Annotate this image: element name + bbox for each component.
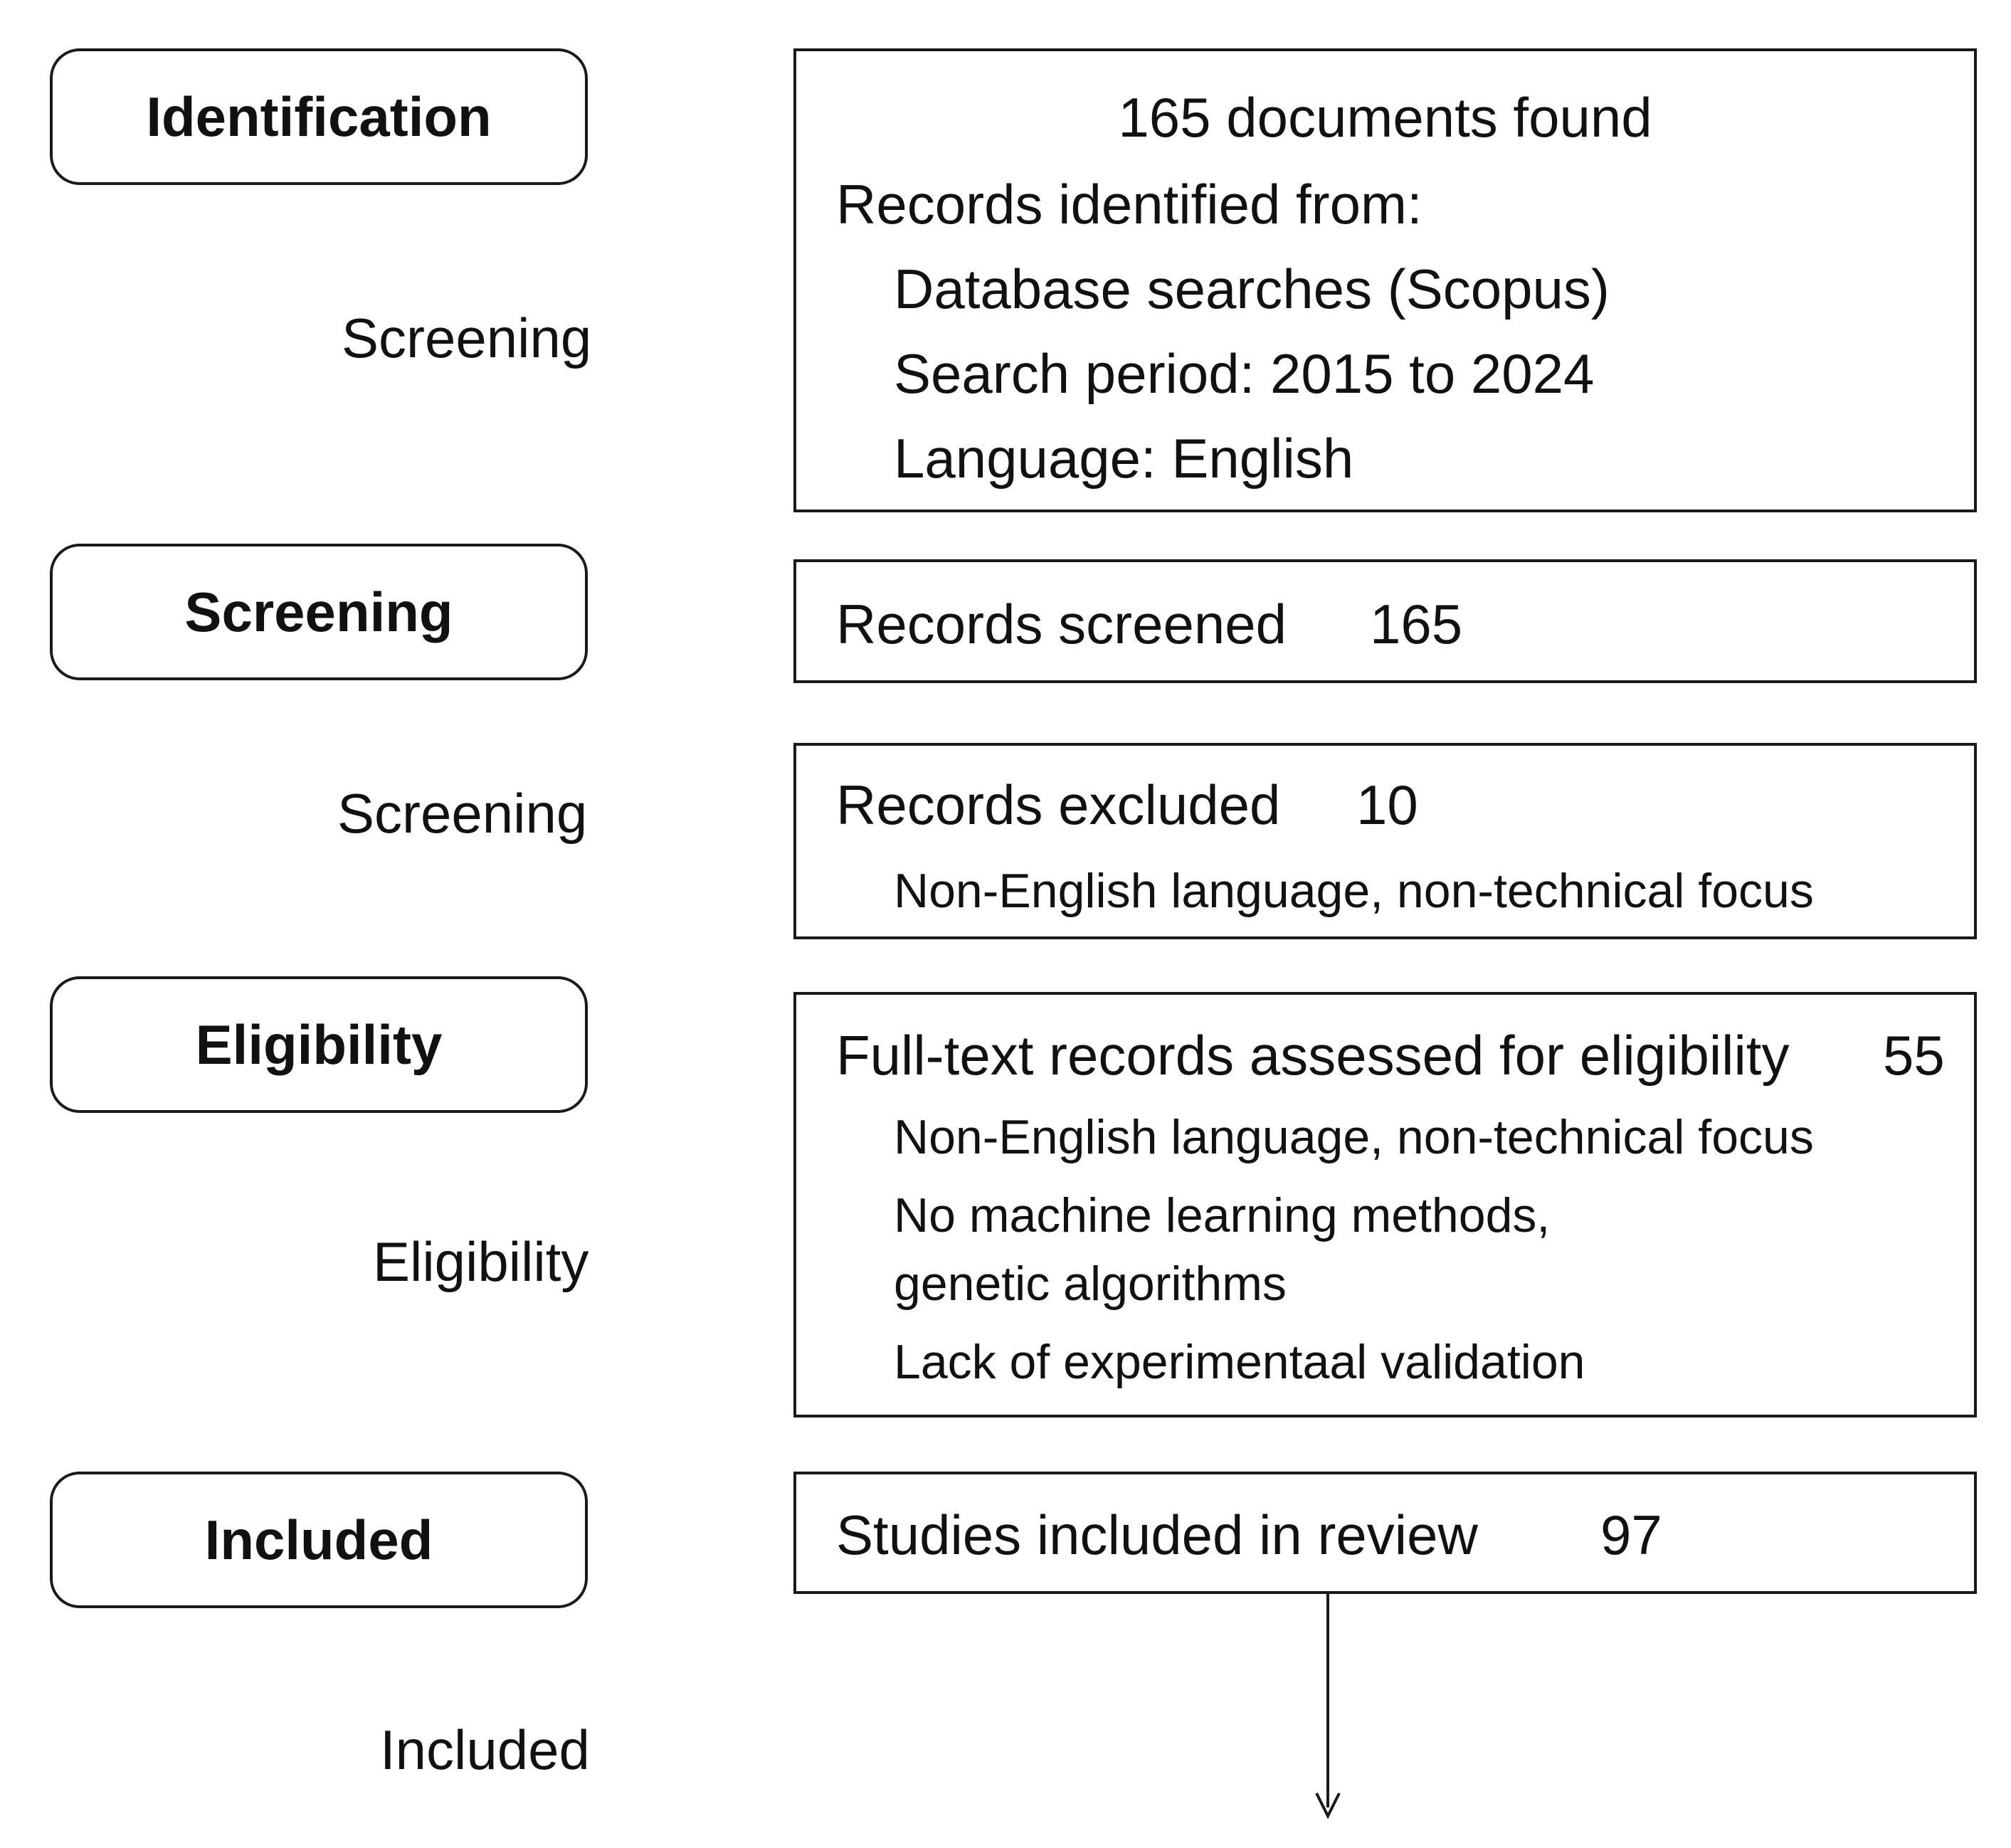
records-screened-label: Records screened (836, 593, 1287, 655)
eligibility-reason-1: Non-English language, non-technical focu… (894, 1110, 1814, 1164)
eligibility-reason-2-line-1: No machine learning methods, (894, 1188, 1551, 1242)
stage-eligibility: Eligibility (50, 976, 588, 1113)
records-screened-count: 165 (1370, 593, 1463, 655)
eligibility-reason-3: Lack of experimentaal validation (894, 1335, 1585, 1389)
records-excluded-count: 10 (1356, 773, 1418, 836)
screened-box: Records screened 165 (793, 559, 1977, 683)
stage-eligibility-label: Eligibility (195, 1013, 443, 1076)
side-label-included: Included (380, 1718, 590, 1781)
eligibility-reason-2-line-2: genetic algorithms (894, 1257, 1287, 1311)
side-label-screening-2: Screening (337, 782, 588, 845)
studies-included-count: 97 (1600, 1504, 1662, 1566)
studies-included-label: Studies included in review (836, 1504, 1478, 1566)
excluded-box: Records excluded 10 Non-English language… (793, 743, 1977, 939)
records-identified-from: Records identified from: (836, 173, 1423, 236)
records-excluded-label: Records excluded (836, 773, 1281, 836)
search-period: Search period: 2015 to 2024 (894, 342, 1595, 405)
search-language: Language: English (894, 427, 1354, 490)
identification-box: 165 documents found Records identified f… (793, 48, 1977, 512)
stage-screening-label: Screening (184, 580, 453, 643)
full-text-assessed-count: 55 (1883, 1024, 1945, 1087)
database-searches: Database searches (Scopus) (894, 258, 1610, 320)
full-text-assessed-label: Full-text records assessed for eligibili… (836, 1024, 1790, 1087)
stage-identification-label: Identification (146, 85, 492, 148)
stage-identification: Identification (50, 48, 588, 185)
stage-included: Included (50, 1472, 588, 1608)
eligibility-box: Full-text records assessed for eligibili… (793, 992, 1977, 1417)
stage-included-label: Included (204, 1508, 433, 1571)
side-label-screening-1: Screening (342, 307, 592, 369)
excluded-reason: Non-English language, non-technical focu… (894, 864, 1814, 918)
down-arrow-head (1315, 1792, 1341, 1820)
included-box: Studies included in review 97 (793, 1472, 1977, 1594)
side-label-eligibility: Eligibility (373, 1230, 589, 1293)
stage-screening: Screening (50, 544, 588, 680)
identification-header: 165 documents found (1118, 86, 1652, 149)
